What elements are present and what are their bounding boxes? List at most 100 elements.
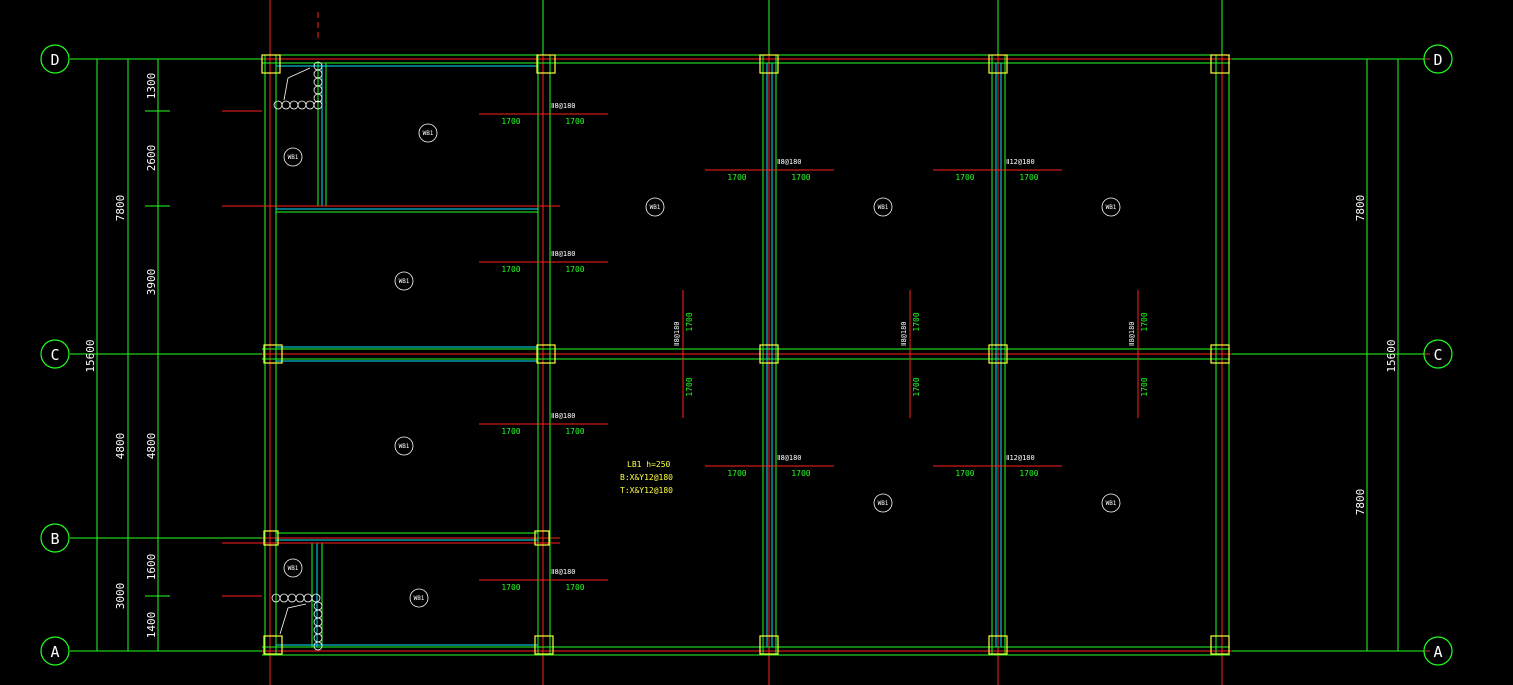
slab-note-line1: LB1 h=250	[627, 460, 671, 469]
rebar-len-4b: 1700	[565, 583, 584, 592]
slab-tag-2: WB1	[283, 147, 303, 167]
rebar-label-v1: Ⅱ8@180	[673, 321, 681, 346]
svg-text:WB1: WB1	[1106, 500, 1117, 507]
rebar-len-v3a: 1700	[1140, 312, 1149, 331]
rebar-labels: Ⅱ8@180 Ⅱ8@180 Ⅱ8@180 Ⅱ8@180 Ⅱ8@180 Ⅱ12@1…	[551, 102, 1136, 576]
beams-cyan-inner	[276, 63, 1002, 647]
axis-lines-horizontal	[70, 58, 1430, 652]
slab-tag-10: WB1	[283, 558, 303, 578]
rebar-label-v2: Ⅱ8@180	[900, 321, 908, 346]
axis-label-a-right: A	[1433, 643, 1442, 661]
rebar-len-7a: 1700	[727, 469, 746, 478]
stair-bottom	[271, 593, 323, 651]
axis-bubbles-right	[1423, 44, 1453, 666]
rebar-len-6a: 1700	[955, 173, 974, 182]
rebar-len-2a: 1700	[501, 265, 520, 274]
rebar-len-v2b: 1700	[912, 377, 921, 396]
axis-label-d-right: D	[1433, 51, 1442, 69]
svg-text:WB1: WB1	[423, 130, 434, 137]
svg-text:WB1: WB1	[878, 204, 889, 211]
slab-tags: WB1 WB1 WB1 WB1 WB1 WB1 WB1 WB1 WB1 WB1 …	[283, 123, 1121, 608]
slab-tag-9: WB1	[1101, 493, 1121, 513]
axis-bubble-labels: D C B A D C A	[50, 51, 1442, 661]
dim-left-4800-inner: 4800	[145, 433, 158, 460]
dim-right-7800-top: 7800	[1354, 195, 1367, 222]
slab-tag-7: WB1	[394, 436, 414, 456]
slab-tag-8: WB1	[873, 493, 893, 513]
dimension-texts-left: 7800 15600 3000 1300 2600 3900 4800 4800…	[84, 73, 158, 639]
rebar-len-8a: 1700	[955, 469, 974, 478]
rebar-len-v1a: 1700	[685, 312, 694, 331]
rebar-len-4a: 1700	[501, 583, 520, 592]
slab-note: LB1 h=250 B:X&Y12@180 T:X&Y12@180	[620, 460, 673, 495]
rebar-len-5a: 1700	[727, 173, 746, 182]
dimension-lines-right	[1356, 59, 1410, 651]
slab-note-line2: B:X&Y12@180	[620, 473, 673, 482]
dim-right-7800-bottom: 7800	[1354, 489, 1367, 516]
rebar-len-7b: 1700	[791, 469, 810, 478]
rebar-label-v3: Ⅱ8@180	[1128, 321, 1136, 346]
dim-left-3900: 3900	[145, 269, 158, 296]
rebar-vertical-lines	[682, 290, 1139, 418]
rebar-label-6: Ⅱ12@180	[1006, 158, 1035, 166]
rebar-len-1b: 1700	[565, 117, 584, 126]
dim-left-7800: 7800	[114, 195, 127, 222]
rebar-label-4: Ⅱ8@180	[551, 568, 576, 576]
svg-text:WB1: WB1	[650, 204, 661, 211]
axis-lines-vertical-green	[542, 0, 1223, 55]
dim-left-15600: 15600	[84, 339, 97, 372]
rebar-label-3: Ⅱ8@180	[551, 412, 576, 420]
dim-left-1600: 1600	[145, 554, 158, 581]
axis-label-c-left: C	[50, 346, 59, 364]
beams-vertical	[264, 55, 1230, 655]
svg-text:WB1: WB1	[414, 595, 425, 602]
stair-top	[273, 61, 323, 110]
rebar-len-6b: 1700	[1019, 173, 1038, 182]
svg-text:WB1: WB1	[399, 278, 410, 285]
slab-tag-3: WB1	[394, 271, 414, 291]
dim-left-3000: 3000	[114, 583, 127, 610]
rebar-label-2: Ⅱ8@180	[551, 250, 576, 258]
dim-left-4800-outer: 4800	[114, 433, 127, 460]
rebar-lengths: 1700 1700 1700 1700 1700 1700 1700 1700 …	[501, 117, 1149, 592]
dim-left-2600: 2600	[145, 145, 158, 172]
svg-text:WB1: WB1	[288, 154, 299, 161]
axis-label-b-left: B	[50, 530, 59, 548]
dimension-texts-right: 7800 15600 7800	[1354, 195, 1398, 516]
axis-label-d-left: D	[50, 51, 59, 69]
rebar-len-1a: 1700	[501, 117, 520, 126]
rebar-label-8: Ⅱ12@180	[1006, 454, 1035, 462]
rebar-label-5: Ⅱ8@180	[777, 158, 802, 166]
axis-bubbles-left	[40, 44, 70, 666]
slab-tag-6: WB1	[1101, 197, 1121, 217]
beams-horizontal	[262, 54, 1230, 656]
slab-tag-11: WB1	[409, 588, 429, 608]
rebar-label-7: Ⅱ8@180	[777, 454, 802, 462]
rebar-len-3a: 1700	[501, 427, 520, 436]
rebar-len-8b: 1700	[1019, 469, 1038, 478]
rebar-label-1: Ⅱ8@180	[551, 102, 576, 110]
slab-tag-1: WB1	[418, 123, 438, 143]
axis-label-c-right: C	[1433, 346, 1442, 364]
svg-text:WB1: WB1	[288, 565, 299, 572]
dim-right-15600: 15600	[1385, 339, 1398, 372]
axis-label-a-left: A	[50, 643, 59, 661]
svg-text:WB1: WB1	[399, 443, 410, 450]
columns	[261, 54, 1230, 655]
dim-left-1400: 1400	[145, 612, 158, 639]
axis-lines-vertical	[269, 0, 1223, 685]
rebar-len-3b: 1700	[565, 427, 584, 436]
axis-lines-horizontal-green	[70, 58, 1424, 652]
svg-text:WB1: WB1	[878, 500, 889, 507]
dim-left-1300: 1300	[145, 73, 158, 100]
slab-tag-5: WB1	[873, 197, 893, 217]
rebar-len-2b: 1700	[565, 265, 584, 274]
svg-text:WB1: WB1	[1106, 204, 1117, 211]
rebar-len-v1b: 1700	[685, 377, 694, 396]
rebar-horizontal-lines	[479, 113, 1062, 581]
slab-tag-4: WB1	[645, 197, 665, 217]
dimension-lines-left	[88, 58, 185, 652]
slab-note-line3: T:X&Y12@180	[620, 486, 673, 495]
rebar-len-v3b: 1700	[1140, 377, 1149, 396]
